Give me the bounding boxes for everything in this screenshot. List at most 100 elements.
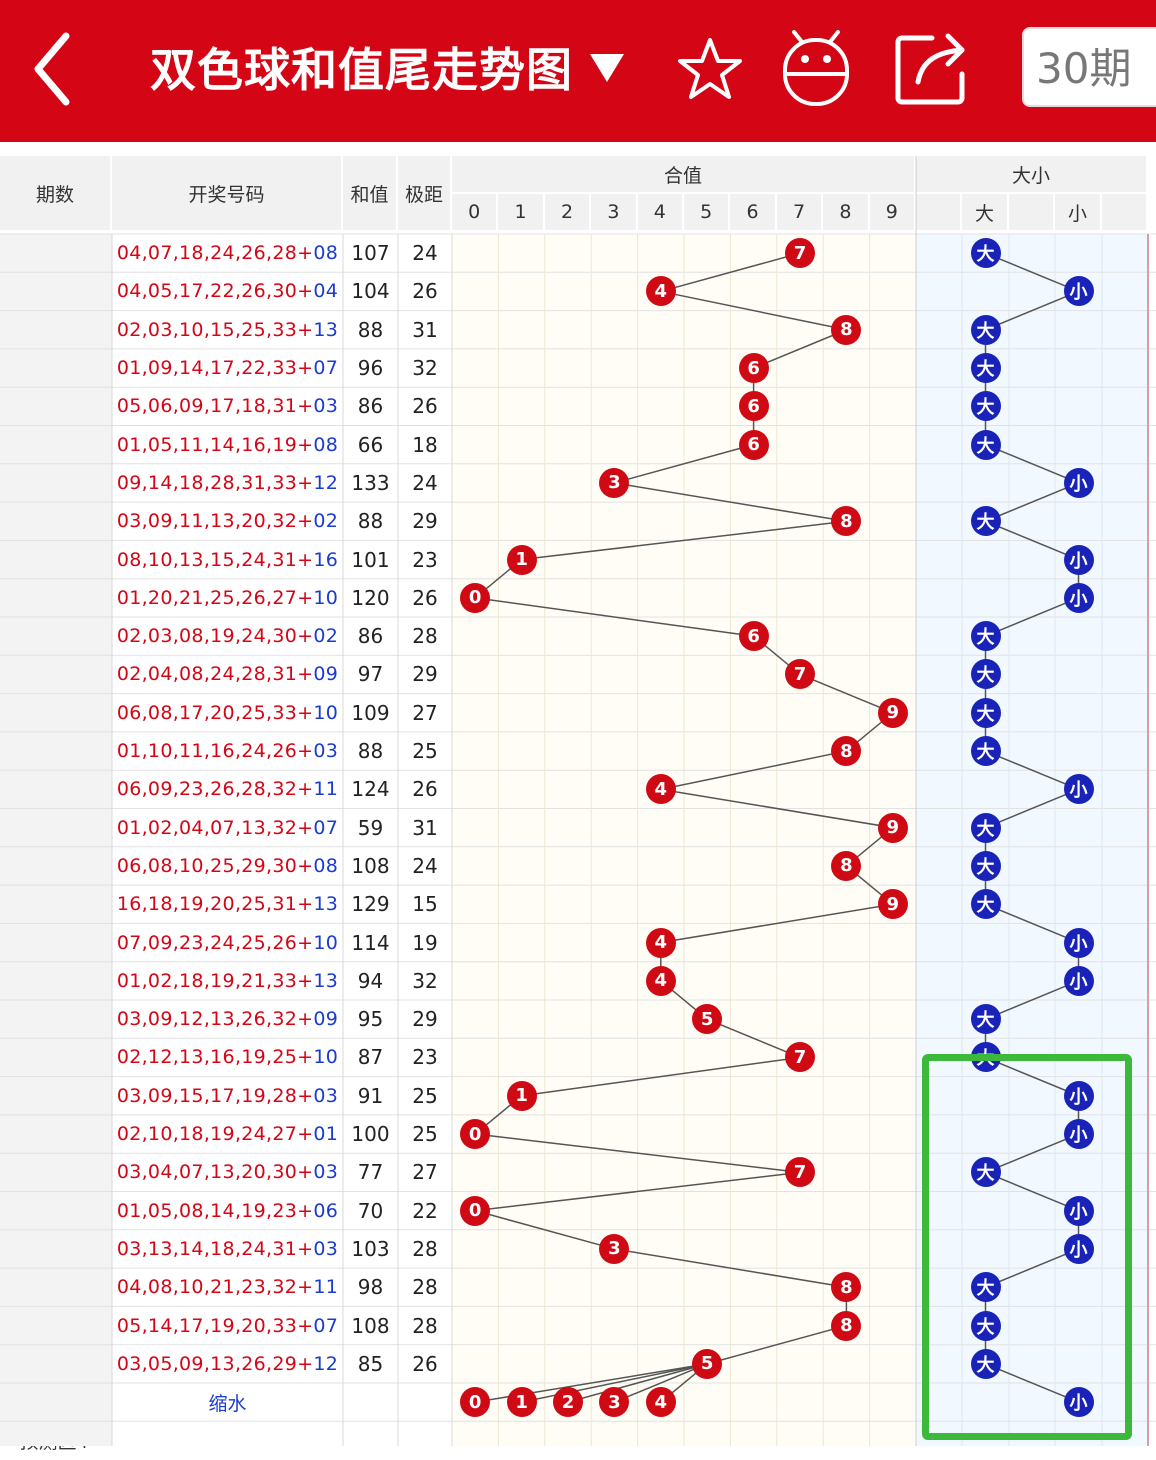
trend-line [985, 1133, 1079, 1174]
blue-ball: 11 [313, 778, 339, 801]
span-value: 29 [412, 662, 438, 687]
red-balls: 02,03,10,15,25,33+ [116, 318, 314, 341]
draw-numbers: 03,05,09,13,26,29+12 [112, 1345, 343, 1383]
tail-digit-header-1: 1 [498, 194, 545, 232]
draw-numbers: 02,12,13,16,19,25+10 [112, 1038, 343, 1076]
size-ball-small: 小 [1063, 582, 1094, 613]
size-ball-small: 小 [1063, 927, 1094, 958]
draw-numbers: 01,05,08,14,19,23+06 [112, 1192, 343, 1230]
trend-line [614, 1248, 847, 1288]
size-ball-big: 大 [970, 1272, 1001, 1303]
span-value: 23 [412, 547, 438, 572]
top-bar: 双色球和值尾走势图 30期 [0, 0, 1156, 142]
trend-line [985, 482, 1079, 522]
blue-ball: 11 [313, 1276, 339, 1299]
trend-line [660, 290, 847, 331]
span-value: 25 [412, 1122, 438, 1147]
page-title[interactable]: 双色球和值尾走势图 [150, 43, 573, 97]
trend-line [985, 903, 1079, 944]
period-select[interactable]: 30期 [1022, 27, 1156, 107]
red-balls: 08,10,13,15,24,31+ [116, 548, 314, 571]
tail-ball: 8 [831, 314, 862, 345]
red-balls: 04,07,18,24,26,28+ [116, 242, 314, 265]
trend-line [660, 750, 847, 791]
shrink-link[interactable]: 缩水 [208, 1392, 247, 1415]
size-ball-big: 大 [970, 621, 1001, 652]
blue-ball: 04 [313, 280, 339, 303]
span-value: 26 [412, 279, 438, 304]
dropdown-caret-icon[interactable] [590, 54, 624, 82]
predict-tail-ball: 3 [599, 1387, 630, 1418]
draw-numbers: 04,05,17,22,26,30+04 [112, 272, 343, 310]
sum-value: 109 [351, 700, 390, 725]
sum-value: 120 [351, 585, 390, 610]
tail-ball: 8 [831, 506, 862, 537]
sum-value: 85 [357, 1351, 384, 1376]
red-balls: 04,08,10,21,23,32+ [116, 1276, 314, 1299]
sum-value: 97 [357, 662, 384, 687]
span-value: 31 [412, 317, 438, 342]
sum-value: 96 [357, 356, 384, 381]
star-icon[interactable] [676, 36, 744, 102]
trend-line [660, 252, 801, 293]
trend-line [614, 1363, 708, 1403]
blue-ball: 13 [313, 893, 339, 916]
blue-ball: 02 [313, 625, 339, 648]
tail-ball: 9 [877, 812, 908, 843]
period-select-value: 30期 [1036, 44, 1132, 93]
size-ball-big: 大 [970, 353, 1001, 384]
trend-line [985, 520, 1079, 561]
blue-ball: 01 [313, 1123, 339, 1146]
size-ball-small: 小 [1063, 1195, 1094, 1226]
span-value: 15 [412, 892, 438, 917]
robot-icon[interactable] [780, 26, 852, 110]
size-ball-big: 大 [970, 1310, 1001, 1341]
trend-line [521, 1363, 708, 1403]
blue-ball: 10 [313, 1046, 339, 1069]
tail-group-header: 合值 [452, 156, 916, 194]
col-issue-header: 期数 [0, 156, 112, 232]
size-ball-big: 大 [970, 659, 1001, 690]
blue-ball: 16 [313, 548, 339, 571]
blue-ball: 03 [313, 395, 339, 418]
draw-numbers: 03,09,11,13,20,32+02 [112, 502, 343, 540]
tail-ball: 4 [645, 965, 676, 996]
tail-ball: 9 [877, 889, 908, 920]
size-ball-big: 大 [970, 1004, 1001, 1035]
size-group-header: 大小 [916, 156, 1148, 194]
trend-line [521, 1056, 801, 1097]
red-balls: 01,05,11,14,16,19+ [116, 433, 314, 456]
size-ball-big: 大 [970, 238, 1001, 269]
span-value: 26 [412, 777, 438, 802]
span-value: 26 [412, 1351, 438, 1376]
tail-ball: 5 [692, 1004, 723, 1035]
span-value: 28 [412, 1236, 438, 1261]
size-ball-big: 大 [970, 314, 1001, 345]
cell-bg [0, 234, 112, 1446]
tail-ball: 5 [692, 1348, 723, 1379]
sum-value: 77 [357, 1160, 384, 1185]
trend-line [985, 597, 1079, 637]
back-arrow-icon[interactable] [30, 30, 78, 108]
blue-ball: 09 [313, 663, 339, 686]
trend-line [567, 1363, 708, 1403]
sum-value: 124 [351, 777, 390, 802]
span-value: 18 [412, 432, 438, 457]
size-ball-big: 大 [970, 736, 1001, 767]
trend-line [706, 1018, 801, 1059]
red-balls: 05,06,09,17,18,31+ [116, 395, 314, 418]
blue-ball: 08 [313, 242, 339, 265]
size-ball-small: 小 [1063, 1080, 1094, 1111]
blue-ball: 07 [313, 816, 339, 839]
draw-numbers: 02,10,18,19,24,27+01 [112, 1115, 343, 1153]
blue-ball: 12 [313, 471, 339, 494]
draw-numbers: 01,05,11,14,16,19+08 [112, 426, 343, 464]
size-ball-big: 大 [970, 506, 1001, 537]
share-icon[interactable] [892, 30, 968, 106]
draw-numbers: 02,03,10,15,25,33+13 [112, 311, 343, 349]
tail-ball: 6 [738, 391, 769, 422]
blue-ball: 13 [313, 969, 339, 992]
red-balls: 02,10,18,19,24,27+ [116, 1123, 314, 1146]
tail-ball: 4 [645, 774, 676, 805]
sum-value: 101 [351, 547, 390, 572]
